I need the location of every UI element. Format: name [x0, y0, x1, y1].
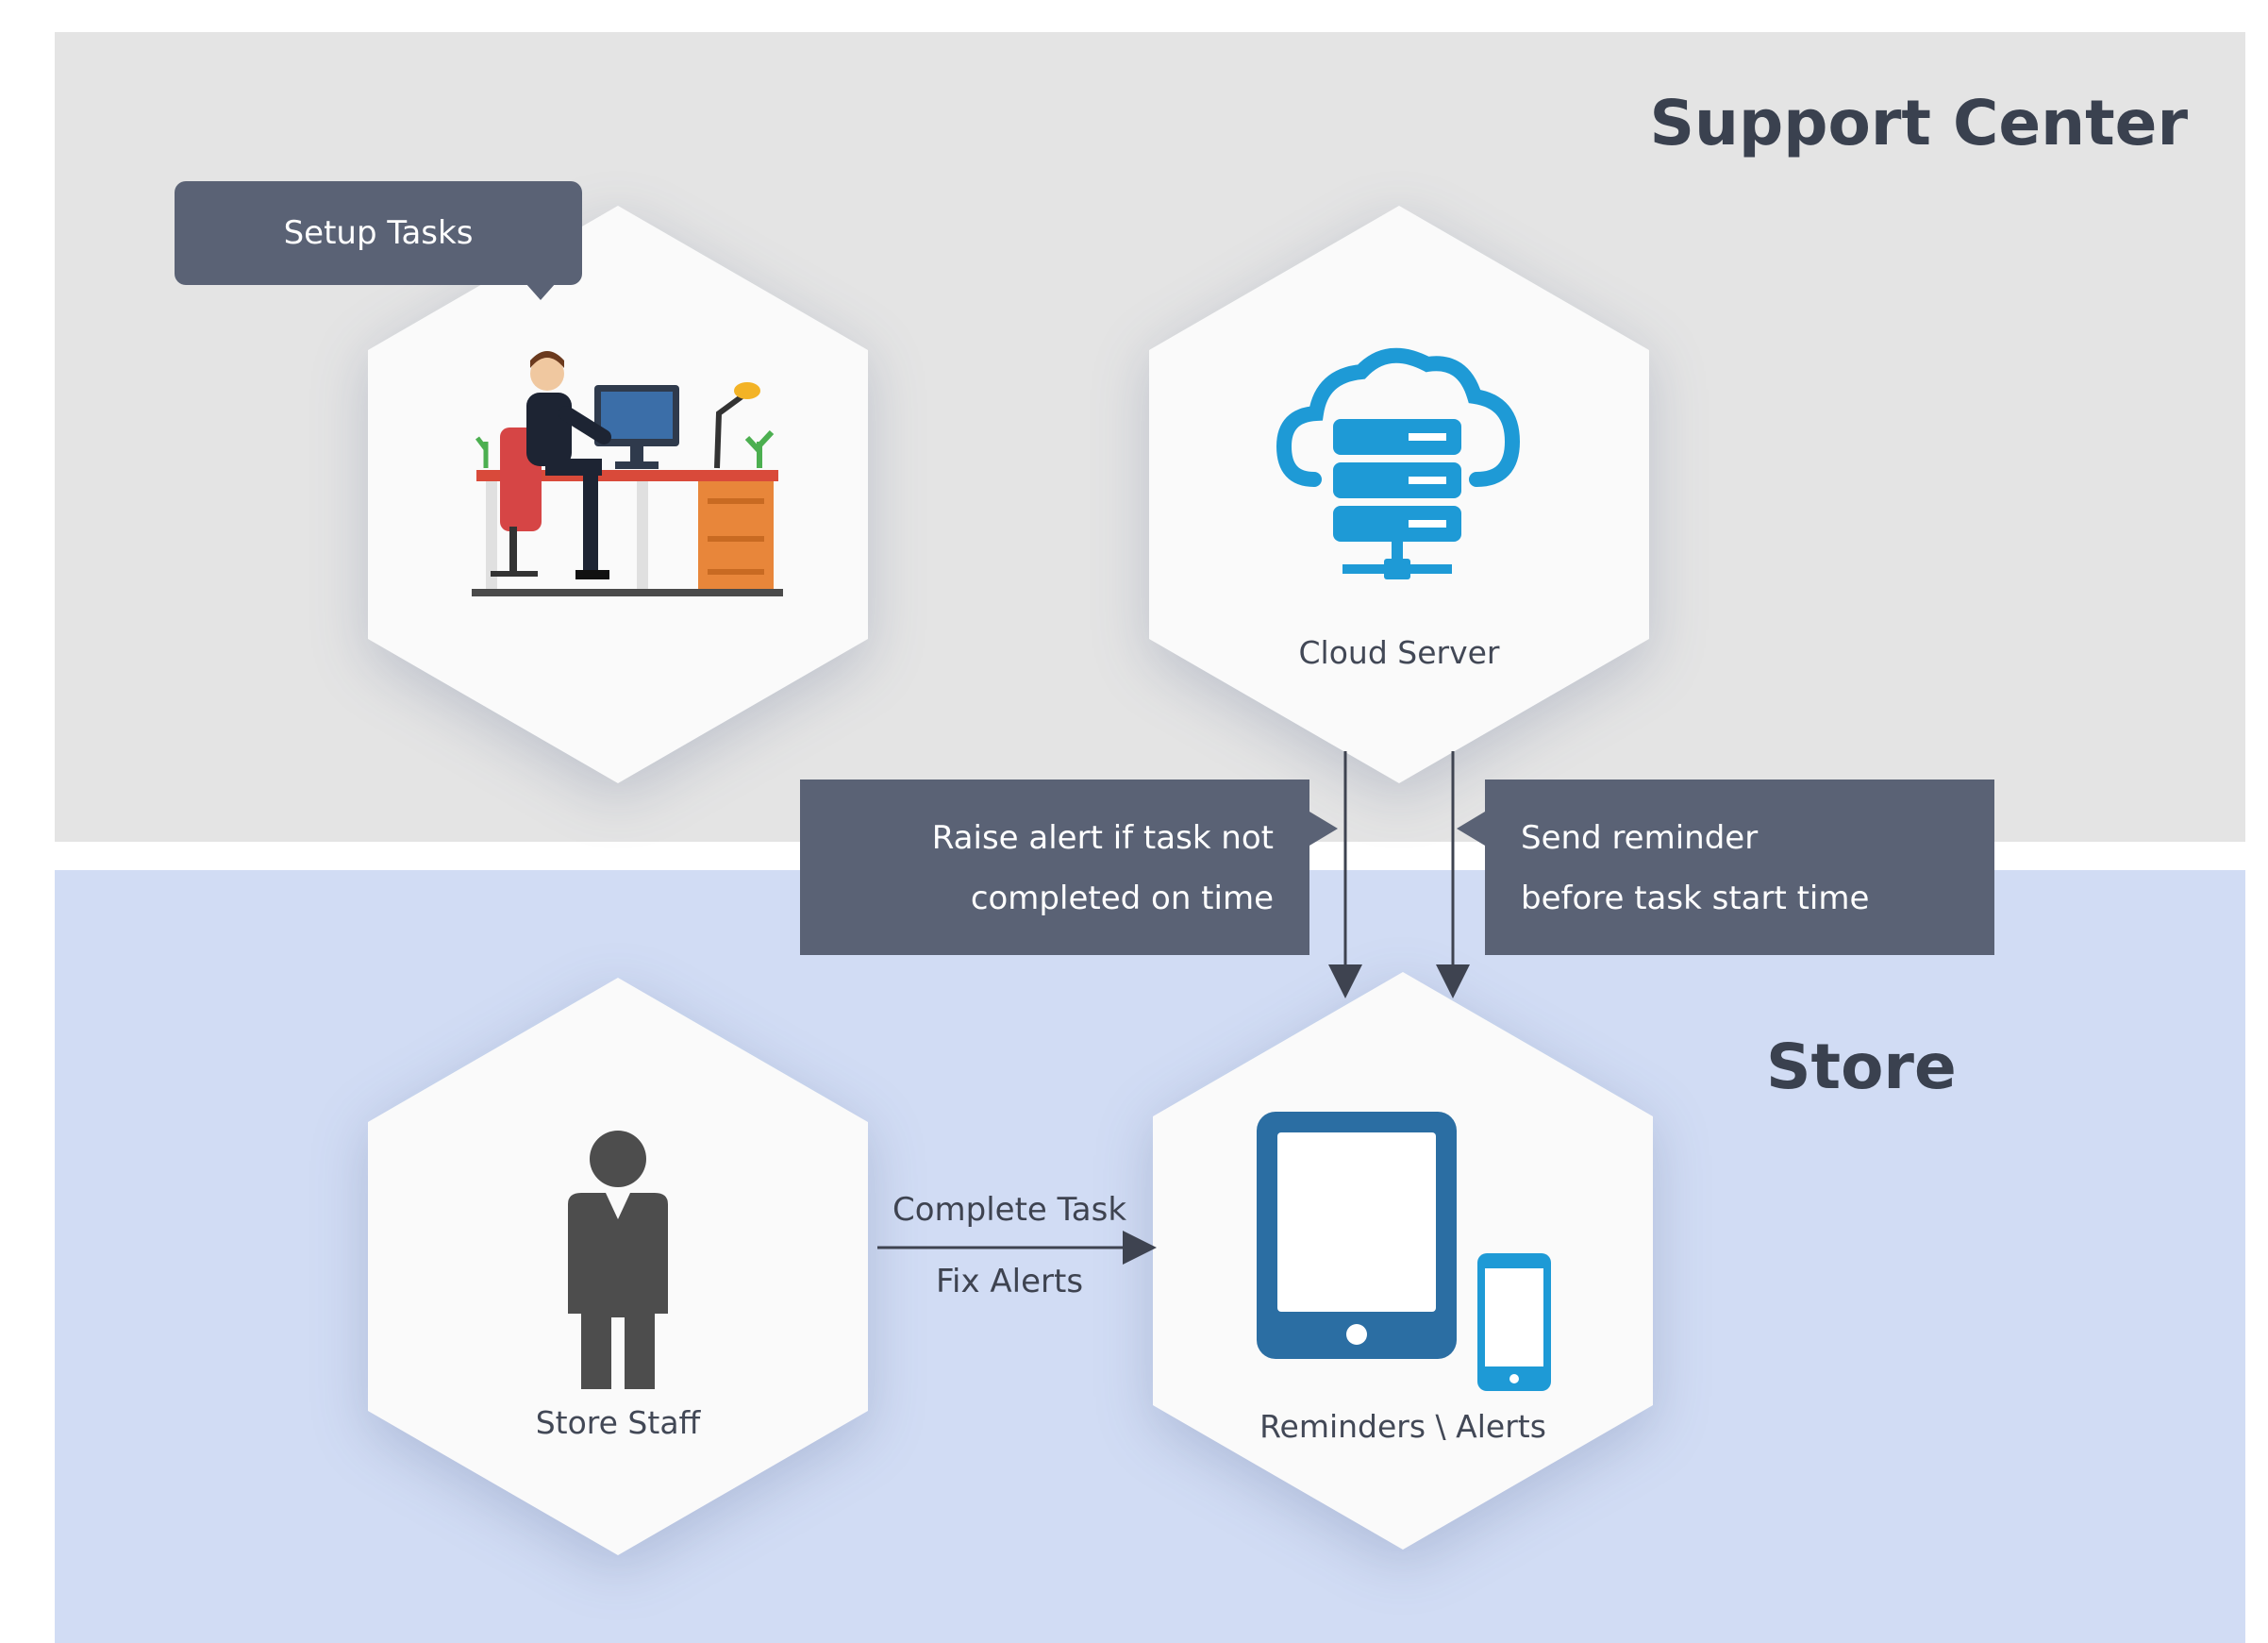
reminders-alerts-node: Reminders \ Alerts	[1153, 972, 1653, 1550]
raise-alert-line2: completed on time	[970, 880, 1274, 917]
raise-alert-box: Raise alert if task not completed on tim…	[800, 780, 1338, 955]
raise-alert-line1: Raise alert if task not	[931, 819, 1274, 857]
fix-alerts-label: Fix Alerts	[935, 1263, 1084, 1300]
store-staff-icon	[568, 1131, 668, 1389]
send-reminder-line1: Send reminder	[1521, 819, 1759, 857]
store-title: Store	[1766, 1031, 1957, 1103]
cloud-server-icon	[1276, 347, 1521, 579]
send-reminder-line2: before task start time	[1521, 880, 1870, 917]
cloud-server-node: Cloud Server	[1149, 206, 1649, 783]
tablet-phone-icon	[1257, 1112, 1551, 1391]
complete-task-label: Complete Task	[892, 1191, 1127, 1229]
person-at-desk-icon	[472, 351, 783, 596]
setup-tasks-node	[368, 206, 868, 783]
cloud-server-label: Cloud Server	[1298, 634, 1500, 671]
setup-tasks-label: Setup Tasks	[283, 214, 474, 252]
store-staff-node: Store Staff	[368, 978, 868, 1555]
setup-tasks-callout: Setup Tasks	[175, 181, 582, 300]
support-center-title: Support Center	[1649, 87, 2188, 159]
send-reminder-box: Send reminder before task start time	[1457, 780, 1994, 955]
store-staff-label: Store Staff	[535, 1404, 701, 1441]
reminders-alerts-label: Reminders \ Alerts	[1259, 1408, 1546, 1445]
